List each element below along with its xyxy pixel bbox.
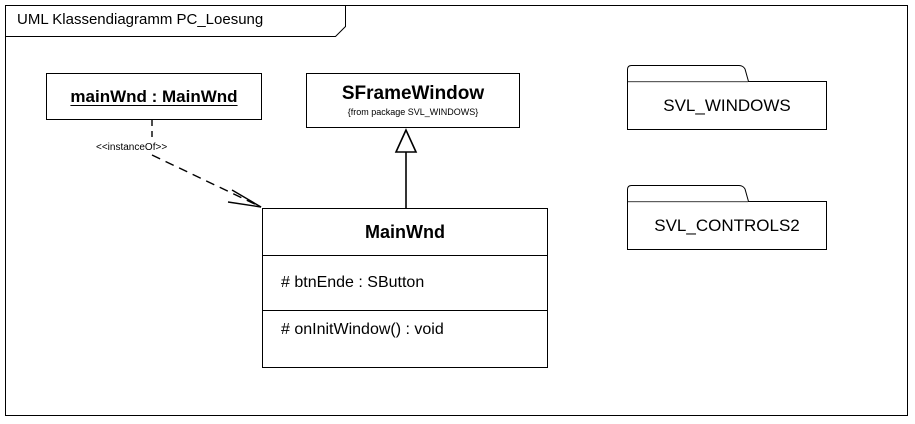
object-node-label: mainWnd : MainWnd [70,86,238,106]
package-name-label: SVL_CONTROLS2 [654,216,800,235]
diagram-title-tab: UML Klassendiagramm PC_Loesung [5,5,350,37]
class-name-compartment: MainWnd [263,209,547,255]
title-tab-shape [5,5,346,37]
class-node-sframewindow[interactable]: SFrameWindow {from package SVL_WINDOWS} [306,73,520,128]
class-node-mainwnd[interactable]: MainWnd # btnEnde : SButton # onInitWind… [262,208,548,368]
package-folder-icon [627,185,827,250]
package-folder-icon [627,65,827,130]
package-node-svl-controls2[interactable]: SVL_CONTROLS2 [626,184,828,251]
class-from-package-label: {from package SVL_WINDOWS} [347,106,479,117]
page-title: UML Klassendiagramm PC_Loesung [17,11,264,28]
diagram-frame [5,5,908,416]
dependency-stereotype-label: <<instanceOf>> [96,142,168,153]
package-node-svl-windows[interactable]: SVL_WINDOWS [626,64,828,131]
class-attributes-compartment: # btnEnde : SButton [263,255,547,310]
class-name-label: MainWnd [365,221,445,242]
class-operation-item: # onInitWindow() : void [281,321,444,338]
class-attribute-item: # btnEnde : SButton [281,274,425,291]
package-name-label: SVL_WINDOWS [663,96,791,115]
class-name-compartment: SFrameWindow {from package SVL_WINDOWS} [307,74,519,127]
object-node-mainwnd[interactable]: mainWnd : MainWnd [46,73,262,120]
class-operations-compartment: # onInitWindow() : void [263,310,547,367]
class-name-label: SFrameWindow [341,82,485,104]
